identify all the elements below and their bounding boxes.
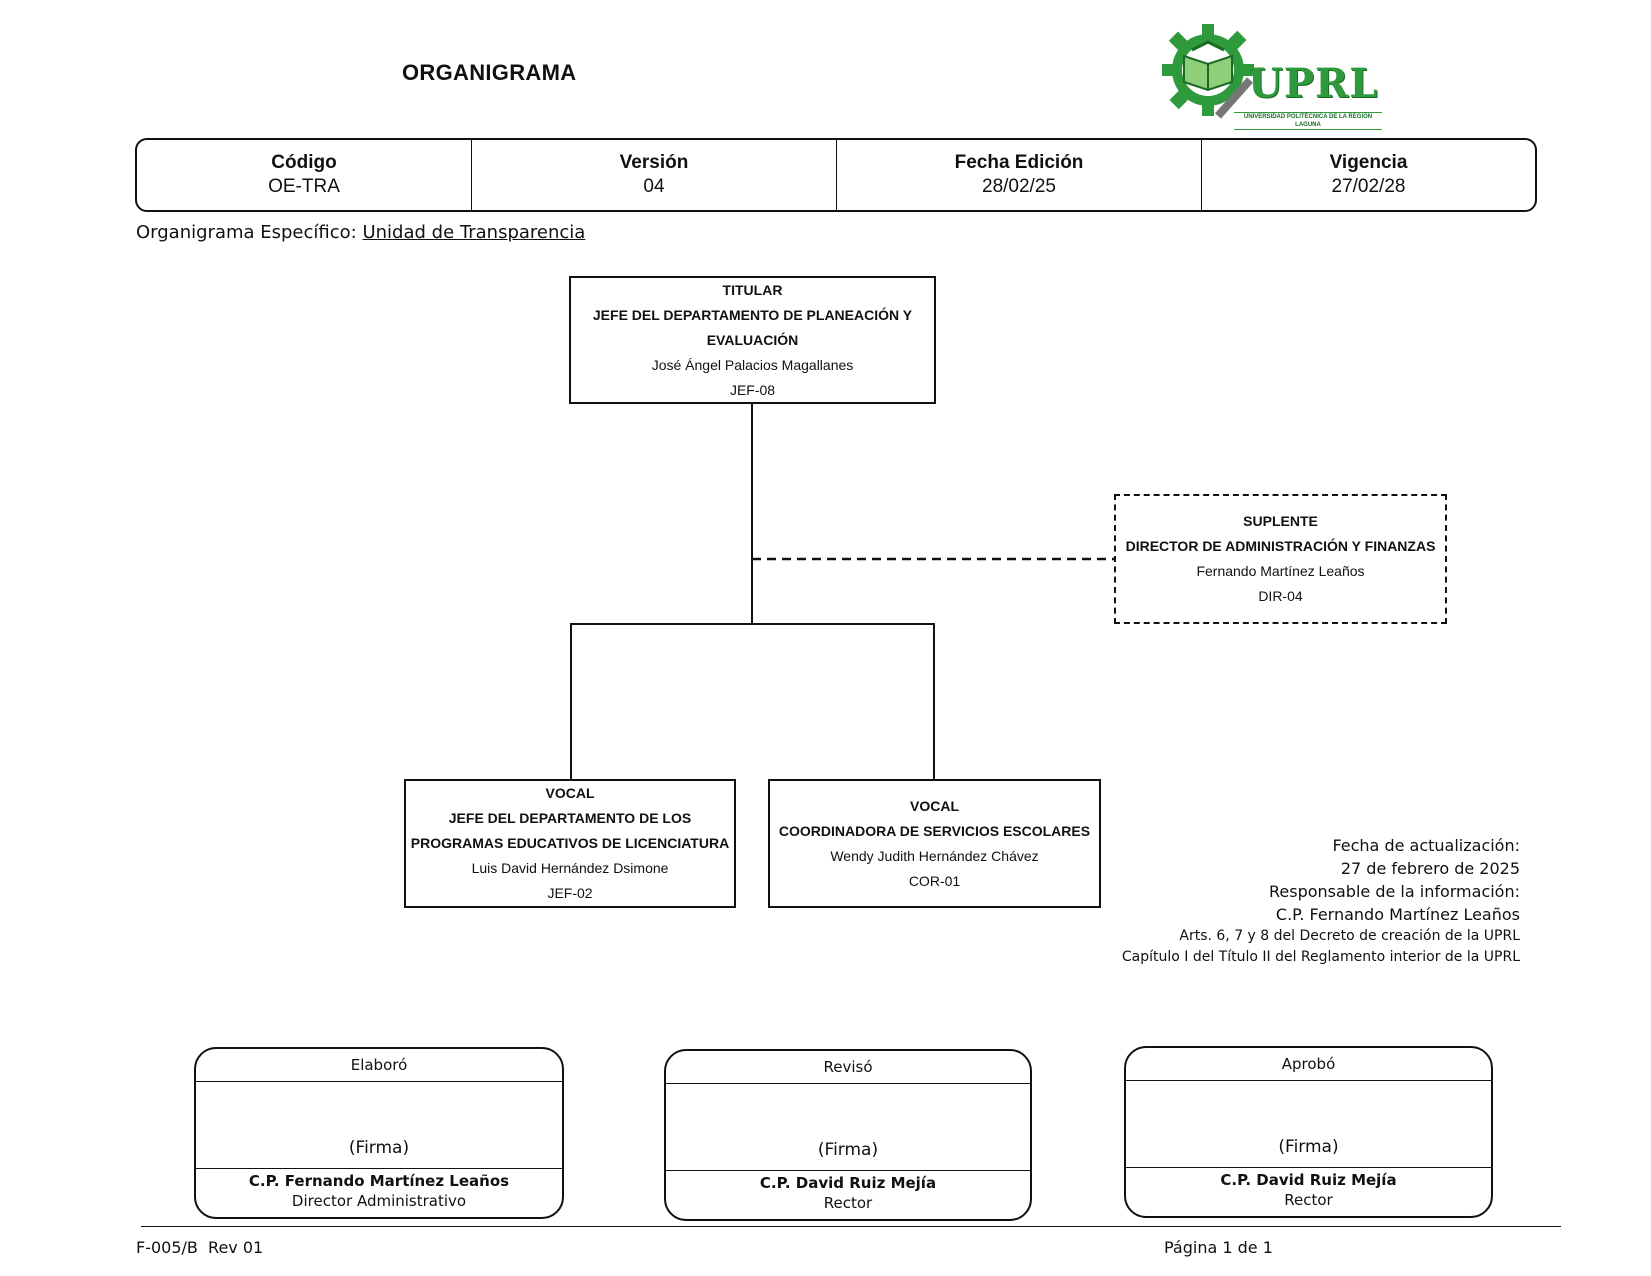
update-date-value: 27 de febrero de 2025: [1340, 859, 1520, 878]
org-code: JEF-08: [729, 381, 776, 398]
org-box-vocal-servicios-escolares: VOCAL COORDINADORA DE SERVICIOS ESCOLARE…: [768, 779, 1101, 908]
info-value: 28/02/25: [982, 176, 1056, 197]
org-role: VOCAL: [910, 797, 959, 814]
org-position: JEFE DEL DEPARTAMENTO DE LOS PROGRAMAS E…: [410, 810, 730, 851]
signature-placeholder: (Firma): [817, 1140, 879, 1160]
org-code: DIR-04: [1258, 588, 1303, 604]
specific-org-chart-label: Organigrama Específico: Unidad de Transp…: [136, 222, 585, 243]
info-cell-codigo: Código OE-TRA: [137, 140, 472, 210]
info-value: 27/02/28: [1331, 176, 1406, 197]
signer-name: C.P. Fernando Martínez Leaños: [248, 1172, 510, 1190]
signature-box-reviso: Revisó (Firma) C.P. David Ruiz Mejía Rec…: [664, 1049, 1032, 1221]
info-cell-fecha-edicion: Fecha Edición 28/02/25: [837, 140, 1202, 210]
logo-subtitle: UNIVERSIDAD POLITÉCNICA DE LA REGIÓN LAG…: [1234, 112, 1382, 130]
responsible-name: C.P. Fernando Martínez Leaños: [1275, 905, 1520, 924]
org-box-suplente: SUPLENTE DIRECTOR DE ADMINISTRACIÓN Y FI…: [1114, 494, 1447, 624]
signature-box-elaboro: Elaboró (Firma) C.P. Fernando Martínez L…: [194, 1047, 564, 1219]
logo-text: UPRL: [1248, 60, 1379, 107]
signature-header: Revisó: [666, 1051, 1030, 1084]
signature-box-aprobo: Aprobó (Firma) C.P. David Ruiz Mejía Rec…: [1124, 1046, 1493, 1218]
uprl-logo: UPRL UNIVERSIDAD POLITÉCNICA DE LA REGIÓ…: [1158, 20, 1383, 130]
org-box-vocal-licenciatura: VOCAL JEFE DEL DEPARTAMENTO DE LOS PROGR…: [404, 779, 736, 908]
info-value: 04: [643, 176, 665, 197]
org-role: TITULAR: [722, 281, 783, 298]
info-value: OE-TRA: [268, 176, 340, 197]
info-label: Vigencia: [1329, 152, 1408, 173]
org-box-titular: TITULAR JEFE DEL DEPARTAMENTO DE PLANEAC…: [569, 276, 936, 404]
org-role: SUPLENTE: [1243, 513, 1318, 529]
signature-header: Aprobó: [1126, 1048, 1491, 1081]
footer-divider: [141, 1226, 1561, 1227]
org-person-name: Wendy Judith Hernández Chávez: [830, 847, 1039, 864]
signature-placeholder: (Firma): [348, 1138, 410, 1158]
org-code: COR-01: [908, 872, 961, 889]
document-title: ORGANIGRAMA: [402, 60, 577, 85]
info-cell-vigencia: Vigencia 27/02/28: [1202, 140, 1535, 210]
form-code: F-005/B Rev 01: [136, 1238, 264, 1257]
signer-role: Rector: [823, 1194, 873, 1212]
info-label: Fecha Edición: [954, 152, 1084, 173]
update-info-block: Fecha de actualización: 27 de febrero de…: [1080, 834, 1520, 968]
document-info-table: Código OE-TRA Versión 04 Fecha Edición 2…: [135, 138, 1537, 212]
responsible-label: Responsable de la información:: [1268, 882, 1520, 901]
org-person-name: Fernando Martínez Leaños: [1196, 563, 1365, 579]
page-number: Página 1 de 1: [1164, 1238, 1273, 1257]
signer-name: C.P. David Ruiz Mejía: [1220, 1171, 1397, 1189]
signature-placeholder: (Firma): [1278, 1137, 1339, 1157]
info-cell-version: Versión 04: [472, 140, 837, 210]
org-person-name: Luis David Hernández Dsimone: [471, 860, 669, 876]
signer-role: Rector: [1284, 1191, 1333, 1209]
specific-unit: Unidad de Transparencia: [362, 222, 586, 243]
signer-role: Director Administrativo: [291, 1192, 467, 1210]
org-position: COORDINADORA DE SERVICIOS ESCOLARES: [778, 822, 1091, 839]
legal-reference: Arts. 6, 7 y 8 del Decreto de creación d…: [1179, 928, 1520, 944]
specific-prefix: Organigrama Específico:: [136, 222, 357, 243]
signer-name: C.P. David Ruiz Mejía: [759, 1174, 937, 1192]
org-role: VOCAL: [545, 785, 595, 801]
org-position: JEFE DEL DEPARTAMENTO DE PLANEACIÓN Y EV…: [592, 306, 913, 348]
signature-header: Elaboró: [196, 1049, 562, 1082]
signature-area: (Firma): [666, 1084, 1030, 1171]
org-person-name: José Ángel Palacios Magallanes: [651, 356, 854, 373]
org-position: DIRECTOR DE ADMINISTRACIÓN Y FINANZAS: [1125, 538, 1436, 554]
info-label: Versión: [619, 152, 689, 173]
update-date-label: Fecha de actualización:: [1332, 836, 1520, 855]
signature-area: (Firma): [196, 1082, 562, 1169]
legal-reference: Capítulo I del Título II del Reglamento …: [1121, 949, 1520, 965]
signature-area: (Firma): [1126, 1081, 1491, 1168]
info-label: Código: [271, 152, 337, 173]
org-code: JEF-02: [547, 885, 593, 901]
gear-book-logo-icon: [1162, 24, 1254, 119]
